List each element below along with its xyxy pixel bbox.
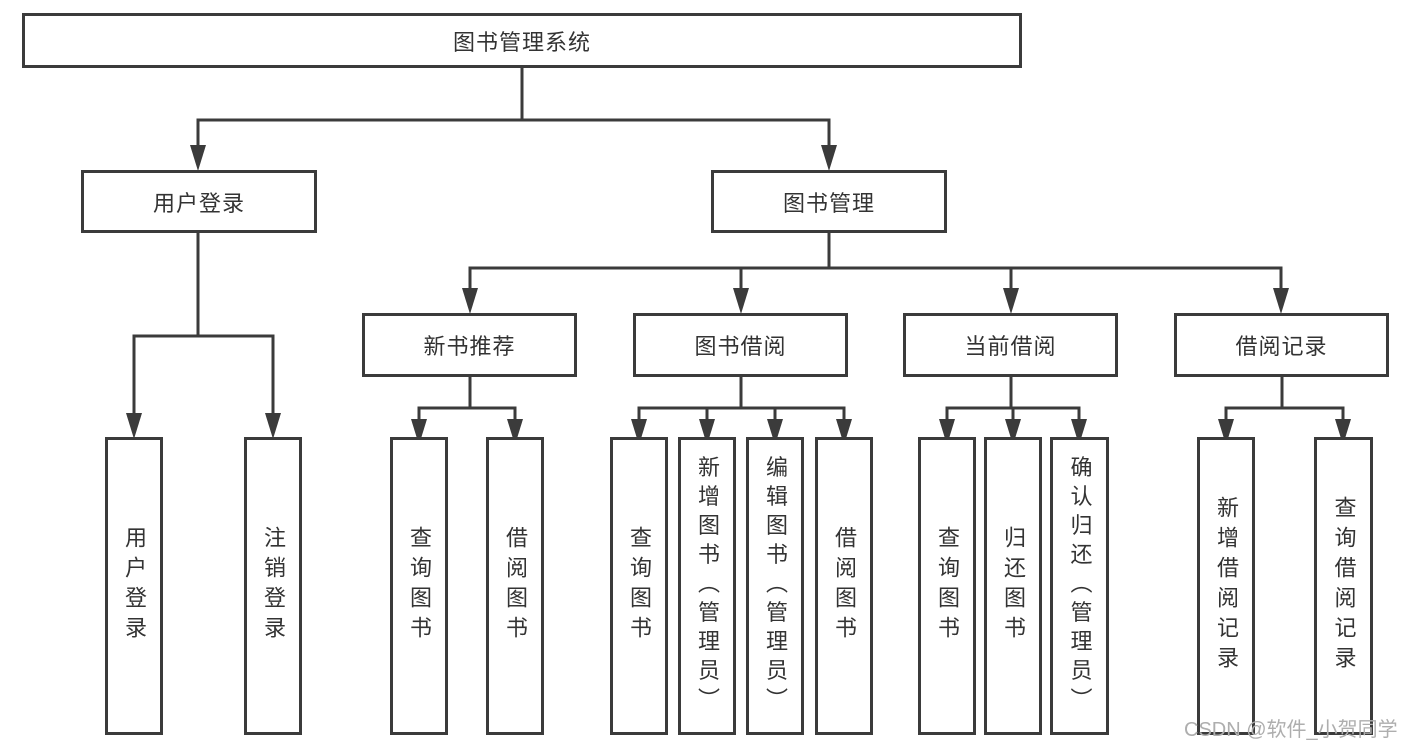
leaf-return-books-label: 归还图书 bbox=[1001, 526, 1026, 646]
node-new-book-recommend-label: 新书推荐 bbox=[423, 334, 516, 359]
leaf-query-borrow-record-label: 查询借阅记录 bbox=[1331, 496, 1357, 676]
connector-segments bbox=[132, 68, 1345, 424]
node-book-management: 图书管理 bbox=[711, 170, 947, 233]
node-book-borrow-label: 图书借阅 bbox=[694, 334, 787, 359]
node-borrow-records: 借阅记录 bbox=[1174, 313, 1389, 377]
leaf-logout-label: 注销登录 bbox=[261, 526, 286, 646]
leaf-query-borrow-record: 查询借阅记录 bbox=[1314, 437, 1373, 735]
node-current-borrow: 当前借阅 bbox=[903, 313, 1118, 377]
leaf-user-login: 用户登录 bbox=[105, 437, 163, 735]
leaf-user-login-label: 用户登录 bbox=[122, 526, 147, 646]
arrowheads bbox=[126, 145, 1351, 445]
leaf-add-borrow-record: 新增借阅记录 bbox=[1197, 437, 1255, 735]
leaf-add-books-admin: 新增图书（管理员） bbox=[678, 437, 736, 735]
leaf-borrow-books-label: 借阅图书 bbox=[832, 526, 857, 646]
leaf-confirm-return-admin-label: 确认归还（管理员） bbox=[1067, 455, 1093, 717]
node-user-login: 用户登录 bbox=[81, 170, 317, 233]
node-root: 图书管理系统 bbox=[22, 13, 1022, 68]
leaf-add-borrow-record-label: 新增借阅记录 bbox=[1214, 496, 1239, 676]
leaf-recommend-borrow-books: 借阅图书 bbox=[486, 437, 544, 735]
node-current-borrow-label: 当前借阅 bbox=[964, 334, 1057, 359]
leaf-borrow-query-books: 查询图书 bbox=[610, 437, 668, 735]
leaf-current-query-books-label: 查询图书 bbox=[935, 526, 960, 646]
node-user-login-label: 用户登录 bbox=[152, 190, 245, 216]
leaf-current-query-books: 查询图书 bbox=[918, 437, 976, 735]
leaf-edit-books-admin: 编辑图书（管理员） bbox=[746, 437, 804, 735]
leaf-recommend-query-books: 查询图书 bbox=[390, 437, 448, 735]
leaf-recommend-borrow-books-label: 借阅图书 bbox=[503, 526, 528, 646]
leaf-recommend-query-books-label: 查询图书 bbox=[407, 526, 432, 646]
node-root-label: 图书管理系统 bbox=[452, 29, 591, 55]
leaf-confirm-return-admin: 确认归还（管理员） bbox=[1050, 437, 1109, 735]
node-borrow-records-label: 借阅记录 bbox=[1235, 334, 1328, 359]
leaf-edit-books-admin-label: 编辑图书（管理员） bbox=[763, 455, 788, 717]
node-book-borrow: 图书借阅 bbox=[633, 313, 848, 377]
leaf-borrow-query-books-label: 查询图书 bbox=[627, 526, 652, 646]
leaf-borrow-books: 借阅图书 bbox=[815, 437, 873, 735]
csdn-watermark: CSDN @软件_小贺同学 bbox=[1184, 719, 1398, 741]
node-new-book-recommend: 新书推荐 bbox=[362, 313, 577, 377]
leaf-add-books-admin-label: 新增图书（管理员） bbox=[695, 455, 720, 717]
leaf-logout: 注销登录 bbox=[244, 437, 302, 735]
node-book-management-label: 图书管理 bbox=[782, 190, 875, 216]
leaf-return-books: 归还图书 bbox=[984, 437, 1042, 735]
